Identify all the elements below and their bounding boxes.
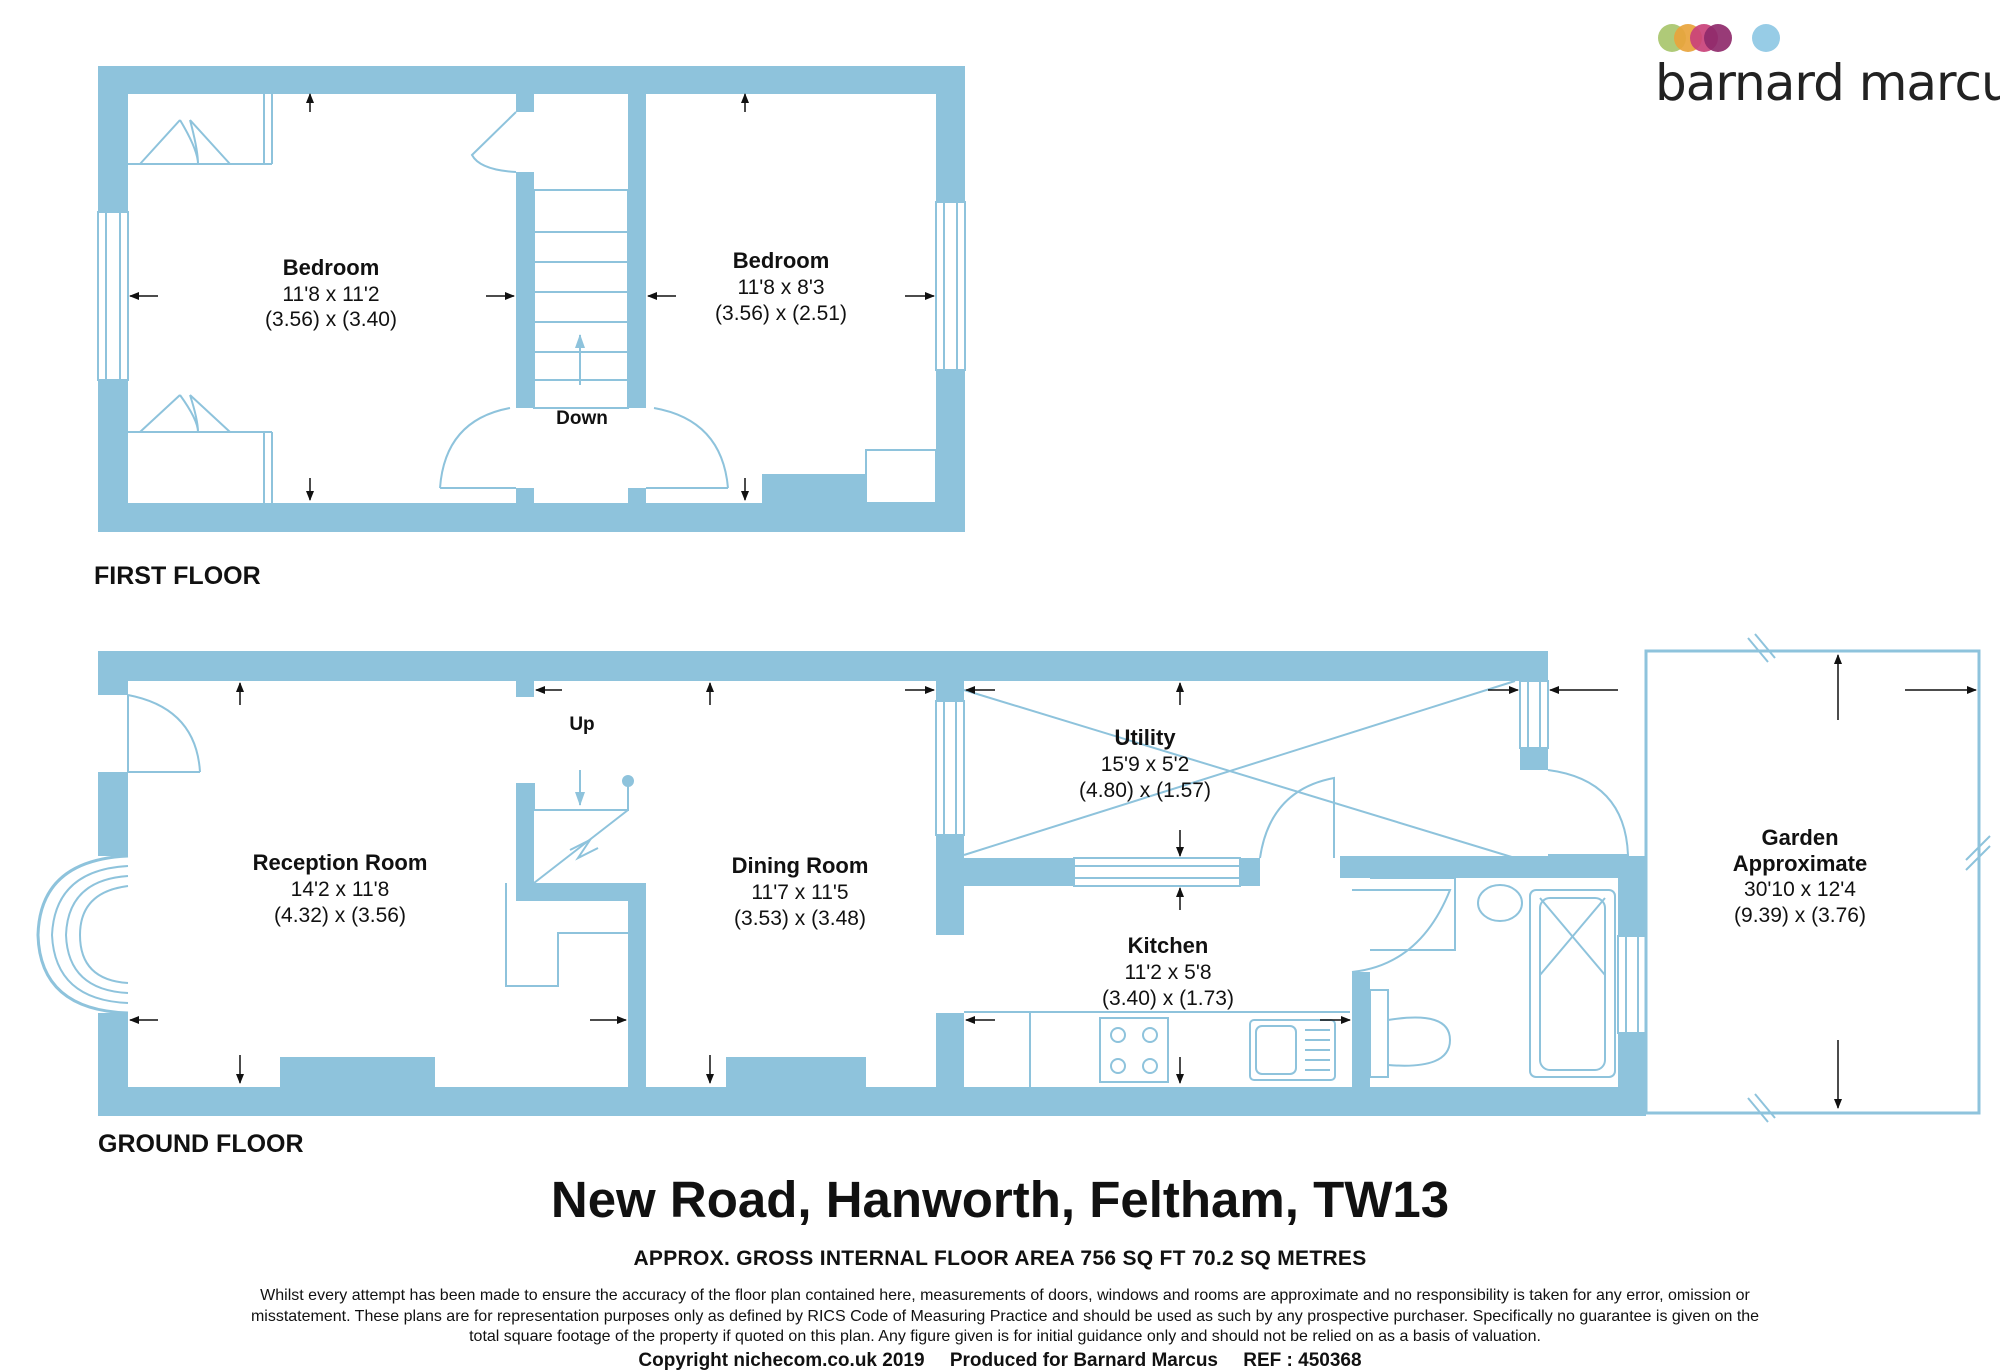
ground-floor-plan: [98, 651, 1646, 1116]
room-dims-garden: 30'10 x 12'4: [1744, 878, 1856, 901]
wall: [516, 783, 534, 883]
copyright: Copyright nichecom.co.uk 2019: [638, 1350, 925, 1371]
ground-floor-label: GROUND FLOOR: [98, 1130, 304, 1158]
room-name-kitchen: Kitchen: [1128, 933, 1209, 958]
room-name-bedroom-1: Bedroom: [283, 255, 380, 280]
wall: [516, 883, 644, 901]
wall: [1618, 856, 1646, 936]
room-name-dining: Dining Room: [732, 853, 869, 878]
room-dims-metric-garden: (9.39) x (3.76): [1734, 904, 1866, 927]
wall: [628, 883, 646, 1087]
wall: [516, 488, 534, 503]
ground-floor-arrows: [129, 654, 1977, 1109]
room-dims-dining: 11'7 x 11'5: [751, 881, 848, 904]
wall: [98, 772, 128, 856]
property-address: New Road, Hanworth, Feltham, TW13: [550, 1171, 1450, 1228]
first-floor-label: FIRST FLOOR: [94, 562, 261, 590]
wall: [98, 1013, 128, 1116]
chimney-breast: [726, 1057, 866, 1087]
room-name-bedroom-2: Bedroom: [733, 248, 830, 273]
first-floor-arrows: [129, 93, 935, 501]
window: [97, 211, 129, 381]
wall: [936, 1013, 964, 1087]
wall: [98, 651, 128, 695]
wall: [516, 681, 534, 697]
room-dims-metric-bedroom-1: (3.56) x (3.40): [265, 308, 397, 331]
brand-name: barnard marcus: [1655, 54, 2000, 112]
brand-dot: [1752, 24, 1780, 52]
wall: [1520, 748, 1548, 770]
room-dims-metric-bedroom-2: (3.56) x (2.51): [715, 302, 847, 325]
ground-floor-fixtures: [36, 633, 1991, 1123]
room-name-garden-sub: Approximate: [1733, 851, 1867, 876]
room-dims-metric-dining: (3.53) x (3.48): [734, 907, 866, 930]
room-name-reception: Reception Room: [253, 850, 428, 875]
room-name-garden: Garden: [1761, 825, 1838, 850]
wall: [628, 94, 646, 408]
credits: Copyright nichecom.co.uk 2019 Produced f…: [0, 1350, 2000, 1372]
wall: [964, 858, 1074, 886]
brand-dots-icon: [1658, 24, 1780, 52]
room-dims-utility: 15'9 x 5'2: [1101, 753, 1190, 776]
room-dims-kitchen: 11'2 x 5'8: [1124, 961, 1211, 984]
stairs-up-label: Up: [569, 714, 594, 735]
room-dims-metric-utility: (4.80) x (1.57): [1079, 779, 1211, 802]
wall: [98, 1087, 1646, 1116]
room-name-utility: Utility: [1114, 725, 1176, 750]
room-dims-reception: 14'2 x 11'8: [291, 878, 390, 901]
floor-area: APPROX. GROSS INTERNAL FLOOR AREA 756 SQ…: [633, 1247, 1367, 1270]
room-dims-metric-kitchen: (3.40) x (1.73): [1102, 987, 1234, 1010]
reference: REF : 450368: [1243, 1350, 1362, 1371]
brand-dot: [1704, 24, 1732, 52]
wall: [1340, 856, 1640, 878]
wall: [1520, 651, 1548, 681]
room-dims-metric-reception: (4.32) x (3.56): [274, 904, 406, 927]
chimney-breast: [762, 474, 866, 503]
wall: [516, 94, 534, 112]
wall: [98, 503, 965, 532]
chimney-breast: [280, 1057, 435, 1087]
wall: [1618, 1033, 1646, 1116]
wall: [628, 488, 646, 503]
room-dims-bedroom-2: 11'8 x 8'3: [737, 276, 824, 299]
first-floor-plan: [98, 66, 965, 532]
window: [935, 201, 966, 371]
stairs-down-label: Down: [556, 408, 608, 429]
brand-logo: barnard marcus: [1655, 24, 2000, 112]
produced-for: Produced for Barnard Marcus: [949, 1350, 1218, 1371]
disclaimer: Whilst every attempt has been made to en…: [250, 1287, 1760, 1345]
wall: [1240, 858, 1260, 886]
wall: [516, 172, 534, 408]
wall: [98, 66, 965, 94]
wall: [98, 651, 1548, 681]
first-floor-fixtures: [97, 94, 966, 504]
room-dims-bedroom-1: 11'8 x 11'2: [282, 283, 379, 306]
wall: [936, 681, 964, 701]
wall: [936, 835, 964, 935]
wall: [1352, 972, 1370, 1087]
